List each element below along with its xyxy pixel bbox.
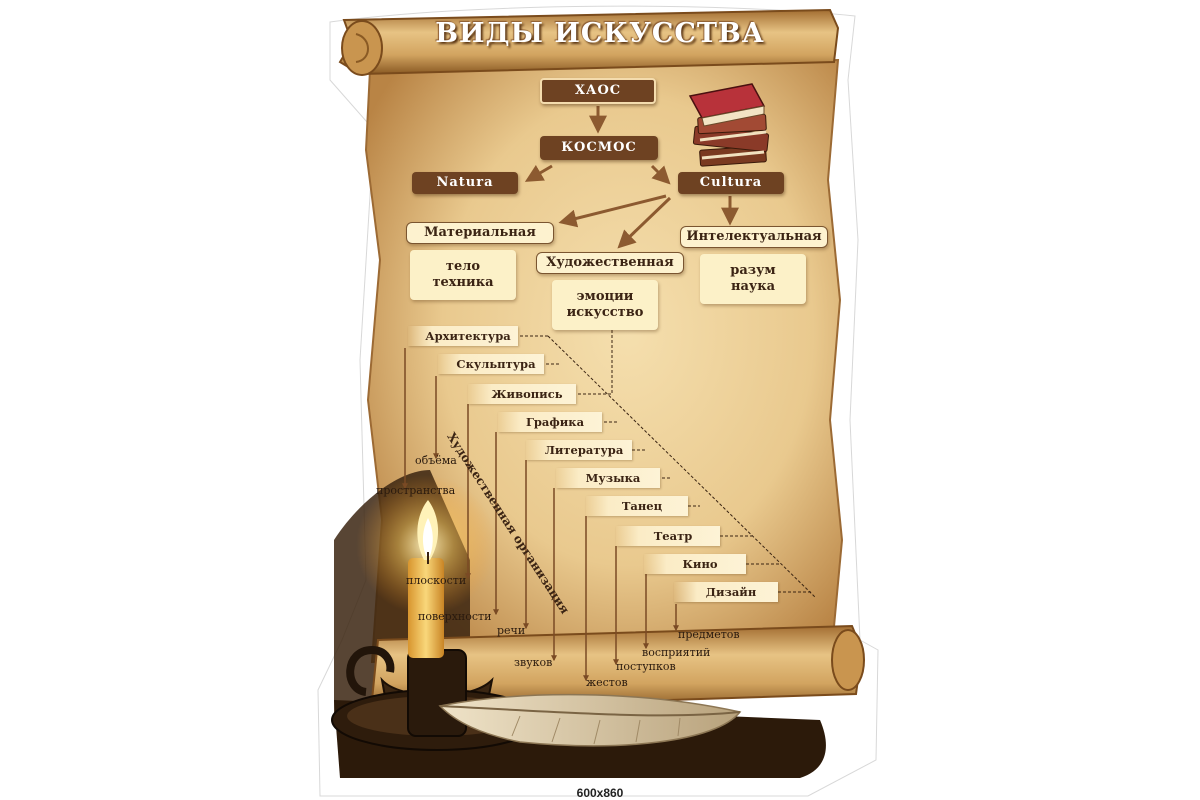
chaos-node: ХАОС	[540, 78, 656, 104]
feature-label-actions: поступков	[616, 660, 676, 673]
feature-label-plane: плоскости	[406, 574, 467, 587]
cultura-node: Cultura	[678, 172, 784, 194]
dashed-connectors	[520, 330, 817, 599]
art-item-architecture: Архитектура	[408, 326, 518, 346]
books-icon	[688, 83, 770, 167]
intellectual-line-1: разум	[730, 263, 776, 279]
artistic-node: Художественная	[536, 252, 684, 274]
size-caption: 600x860	[576, 786, 624, 800]
feature-label-speech: речи	[497, 624, 526, 637]
feature-label-space: пространства	[376, 484, 456, 497]
art-item-graphics: Графика	[498, 412, 602, 432]
art-item-dance: Танец	[586, 496, 688, 516]
intellectual-pane: разум наука	[700, 254, 806, 304]
feature-label-objects: предметов	[678, 628, 740, 641]
art-item-cinema: Кино	[644, 554, 746, 574]
art-item-music: Музыка	[556, 468, 660, 488]
hierarchy-arrows	[524, 106, 739, 249]
material-line-1: тело	[445, 259, 481, 275]
artistic-line-1: эмоции	[576, 289, 634, 305]
artistic-pane: эмоции искусство	[552, 280, 658, 330]
intellectual-node: Интелектуальная	[680, 226, 828, 248]
feather-icon	[438, 693, 742, 747]
material-node: Материальная	[406, 222, 554, 244]
material-line-2: техника	[432, 275, 494, 290]
art-item-sculpture: Скульптура	[438, 354, 544, 374]
feature-label-volume: объёма	[415, 454, 457, 467]
artistic-line-2: искусство	[566, 305, 644, 320]
art-item-painting: Живопись	[468, 384, 576, 404]
feature-label-surface: поверхности	[418, 610, 492, 623]
art-item-design: Дизайн	[674, 582, 778, 602]
feature-lines	[402, 348, 679, 682]
art-item-theatre: Театр	[616, 526, 720, 546]
feature-label-perceptions: восприятий	[642, 646, 711, 659]
candle-icon	[331, 500, 543, 751]
natura-node: Natura	[412, 172, 518, 194]
cosmos-node: КОСМОС	[540, 136, 658, 160]
art-item-literature: Литература	[526, 440, 632, 460]
feature-label-gestures: жестов	[586, 676, 628, 689]
feature-label-sounds: звуков	[514, 656, 553, 669]
page-title: ВИДЫ ИСКУССТВА	[435, 18, 765, 49]
material-pane: тело техника	[410, 250, 516, 300]
intellectual-line-2: наука	[730, 279, 776, 294]
